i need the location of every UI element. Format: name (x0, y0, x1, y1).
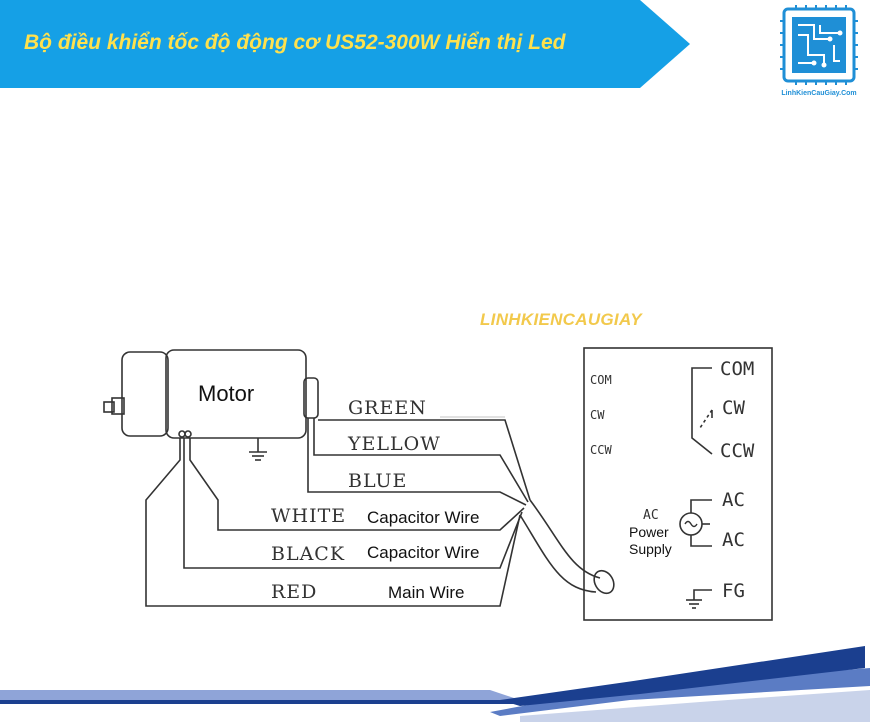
motor-body (165, 349, 307, 439)
wire-green (318, 419, 531, 501)
wire-label-black: BLACK (271, 543, 345, 565)
terminal-right-com: COM (720, 358, 754, 380)
motor-gearhead (121, 351, 169, 437)
page-title: Bộ điều khiển tốc độ động cơ US52-300W H… (24, 31, 566, 54)
terminal-right-ccw: CCW (720, 440, 755, 462)
motor-label: Motor (198, 381, 254, 406)
wire-black (183, 438, 523, 569)
sine-wave-icon (684, 520, 698, 528)
wire-yellow (313, 418, 529, 503)
terminal-left-ccw: CCW (590, 443, 612, 457)
wire-blue (307, 418, 527, 506)
power-supply-line3: Supply (629, 541, 672, 557)
motor-rear-cap (303, 377, 319, 419)
banner-arrow-shape (0, 0, 690, 88)
terminal-right-ac1: AC (722, 489, 745, 511)
cable-bundle (529, 499, 601, 579)
terminal-right-cw: CW (722, 397, 745, 419)
wire-label-white: WHITE (271, 505, 346, 527)
terminal-right-ac2: AC (722, 529, 745, 551)
controller-box (583, 347, 773, 621)
motor-shaft-tip (103, 401, 115, 413)
wire-label-blue: BLUE (348, 470, 407, 492)
wire-red (145, 438, 521, 607)
power-supply-line2: Power (629, 524, 669, 540)
wire-desc-white: Capacitor Wire (367, 508, 479, 527)
motor-shaft (111, 397, 125, 415)
wire-desc-black: Capacitor Wire (367, 543, 479, 562)
terminal-left-cw: CW (590, 408, 605, 422)
wire-label-red: RED (271, 581, 317, 603)
watermark: LINHKIENCAUGIAY (480, 310, 642, 329)
logo-text: LinhKienCauGiay.Com (781, 90, 857, 97)
power-supply-line1: AC (643, 508, 659, 523)
terminal-right-fg: FG (722, 580, 745, 602)
site-logo: LinhKienCauGiay.Com (774, 5, 864, 105)
terminal-left-com: COM (590, 373, 612, 387)
wire-label-green: GREEN (348, 397, 427, 419)
header-banner: Bộ điều khiển tốc độ động cơ US52-300W H… (0, 0, 700, 90)
wire-label-yellow: YELLOW (347, 433, 441, 455)
wire-desc-red: Main Wire (388, 583, 465, 602)
circuit-chip-icon (780, 5, 858, 85)
wire-white (189, 438, 525, 531)
